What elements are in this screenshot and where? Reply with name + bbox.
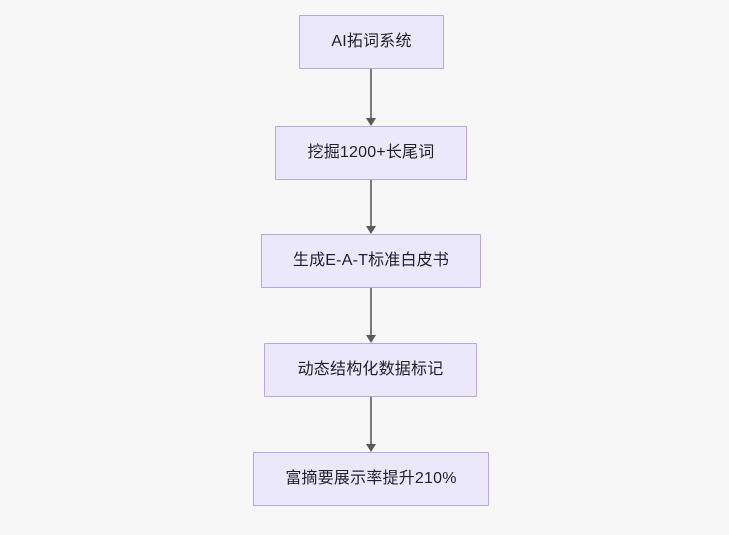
flow-node-dynamic-structured-data-markup[interactable]: 动态结构化数据标记 (264, 343, 477, 397)
connector-node3-to-node4 (363, 288, 379, 343)
flow-node-mine-longtail-keywords[interactable]: 挖掘1200+长尾词 (275, 126, 467, 180)
connector-line (370, 288, 372, 336)
flow-node-label: 挖掘1200+长尾词 (307, 144, 435, 161)
flow-node-label: 富摘要展示率提升210% (285, 470, 457, 487)
arrowhead-icon (366, 444, 376, 452)
connector-line (370, 397, 372, 445)
flow-node-generate-eat-whitepaper[interactable]: 生成E-A-T标准白皮书 (261, 234, 481, 288)
connector-line (370, 180, 372, 227)
connector-line (370, 69, 372, 119)
connector-node4-to-node5 (363, 397, 379, 452)
flow-node-ai-keyword-system[interactable]: AI拓词系统 (299, 15, 444, 69)
arrowhead-icon (366, 118, 376, 126)
flow-node-rich-snippet-rate-increase[interactable]: 富摘要展示率提升210% (253, 452, 489, 506)
arrowhead-icon (366, 226, 376, 234)
connector-node1-to-node2 (363, 69, 379, 126)
arrowhead-icon (366, 335, 376, 343)
connector-node2-to-node3 (363, 180, 379, 234)
flow-node-label: AI拓词系统 (331, 33, 412, 50)
flow-node-label: 动态结构化数据标记 (297, 361, 444, 378)
flow-node-label: 生成E-A-T标准白皮书 (292, 252, 450, 269)
